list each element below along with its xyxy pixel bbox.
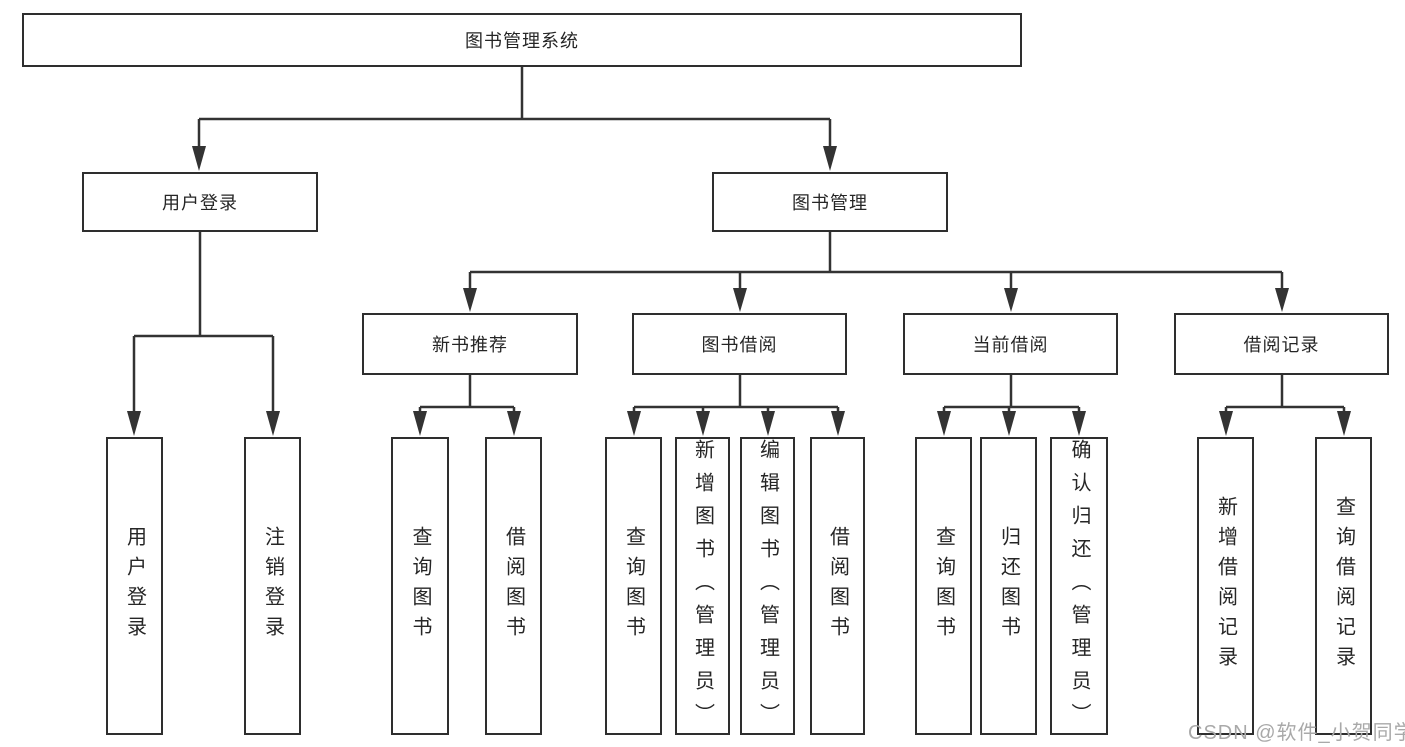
leaf-return-books: 归还图书 (980, 437, 1037, 735)
leaf-query-borrow-record: 查询借阅记录 (1315, 437, 1372, 735)
arrow-heads (127, 146, 1351, 436)
leaf-query-borrow-record-label: 查询借阅记录 (1332, 496, 1355, 676)
leaf-borrow-books: 借阅图书 (810, 437, 865, 735)
leaf-query-books-current-label: 查询图书 (932, 526, 955, 646)
leaf-query-books-current: 查询图书 (915, 437, 972, 735)
node-user-login-label: 用户登录 (162, 193, 238, 213)
leaf-query-books-recommend-label: 查询图书 (409, 526, 431, 646)
node-user-login: 用户登录 (82, 172, 318, 232)
node-root-system: 图书管理系统 (22, 13, 1022, 67)
node-book-management-label: 图书管理 (792, 193, 868, 213)
leaf-confirm-return-admin: 确认归还（管理员） (1050, 437, 1108, 736)
leaf-add-borrow-record: 新增借阅记录 (1197, 437, 1254, 735)
leaf-return-books-label: 归还图书 (997, 526, 1020, 646)
leaf-edit-books-admin: 编辑图书（管理员） (740, 437, 795, 736)
leaf-edit-books-admin-label: 编辑图书（管理员） (756, 439, 779, 736)
node-borrow-records-label: 借阅记录 (1243, 335, 1320, 355)
leaf-query-books-borrow: 查询图书 (605, 437, 662, 735)
node-book-management: 图书管理 (712, 172, 948, 232)
node-new-book-recommend: 新书推荐 (362, 313, 578, 375)
node-root-system-label: 图书管理系统 (465, 31, 579, 51)
leaf-borrow-books-label: 借阅图书 (826, 526, 849, 646)
leaf-logout: 注销登录 (244, 437, 301, 735)
node-book-borrow-label: 图书借阅 (701, 335, 778, 355)
csdn-watermark: CSDN @软件_小贺同学 (1188, 722, 1405, 744)
leaf-query-books-borrow-label: 查询图书 (622, 526, 645, 646)
leaf-borrow-books-recommend-label: 借阅图书 (502, 526, 525, 646)
leaf-add-borrow-record-label: 新增借阅记录 (1214, 496, 1237, 676)
leaf-confirm-return-admin-label: 确认归还（管理员） (1068, 439, 1090, 736)
node-new-book-recommend-label: 新书推荐 (432, 335, 508, 355)
leaf-user-login: 用户登录 (106, 437, 163, 735)
node-current-borrow: 当前借阅 (903, 313, 1118, 375)
tree-edges (132, 67, 1346, 414)
leaf-query-books-recommend: 查询图书 (391, 437, 449, 735)
leaf-add-books-admin: 新增图书（管理员） (675, 437, 730, 736)
leaf-borrow-books-recommend: 借阅图书 (485, 437, 542, 735)
node-book-borrow: 图书借阅 (632, 313, 847, 375)
node-borrow-records: 借阅记录 (1174, 313, 1389, 375)
node-current-borrow-label: 当前借阅 (972, 335, 1049, 355)
leaf-logout-label: 注销登录 (261, 526, 284, 646)
leaf-user-login-label: 用户登录 (123, 526, 146, 646)
leaf-add-books-admin-label: 新增图书（管理员） (691, 439, 714, 736)
